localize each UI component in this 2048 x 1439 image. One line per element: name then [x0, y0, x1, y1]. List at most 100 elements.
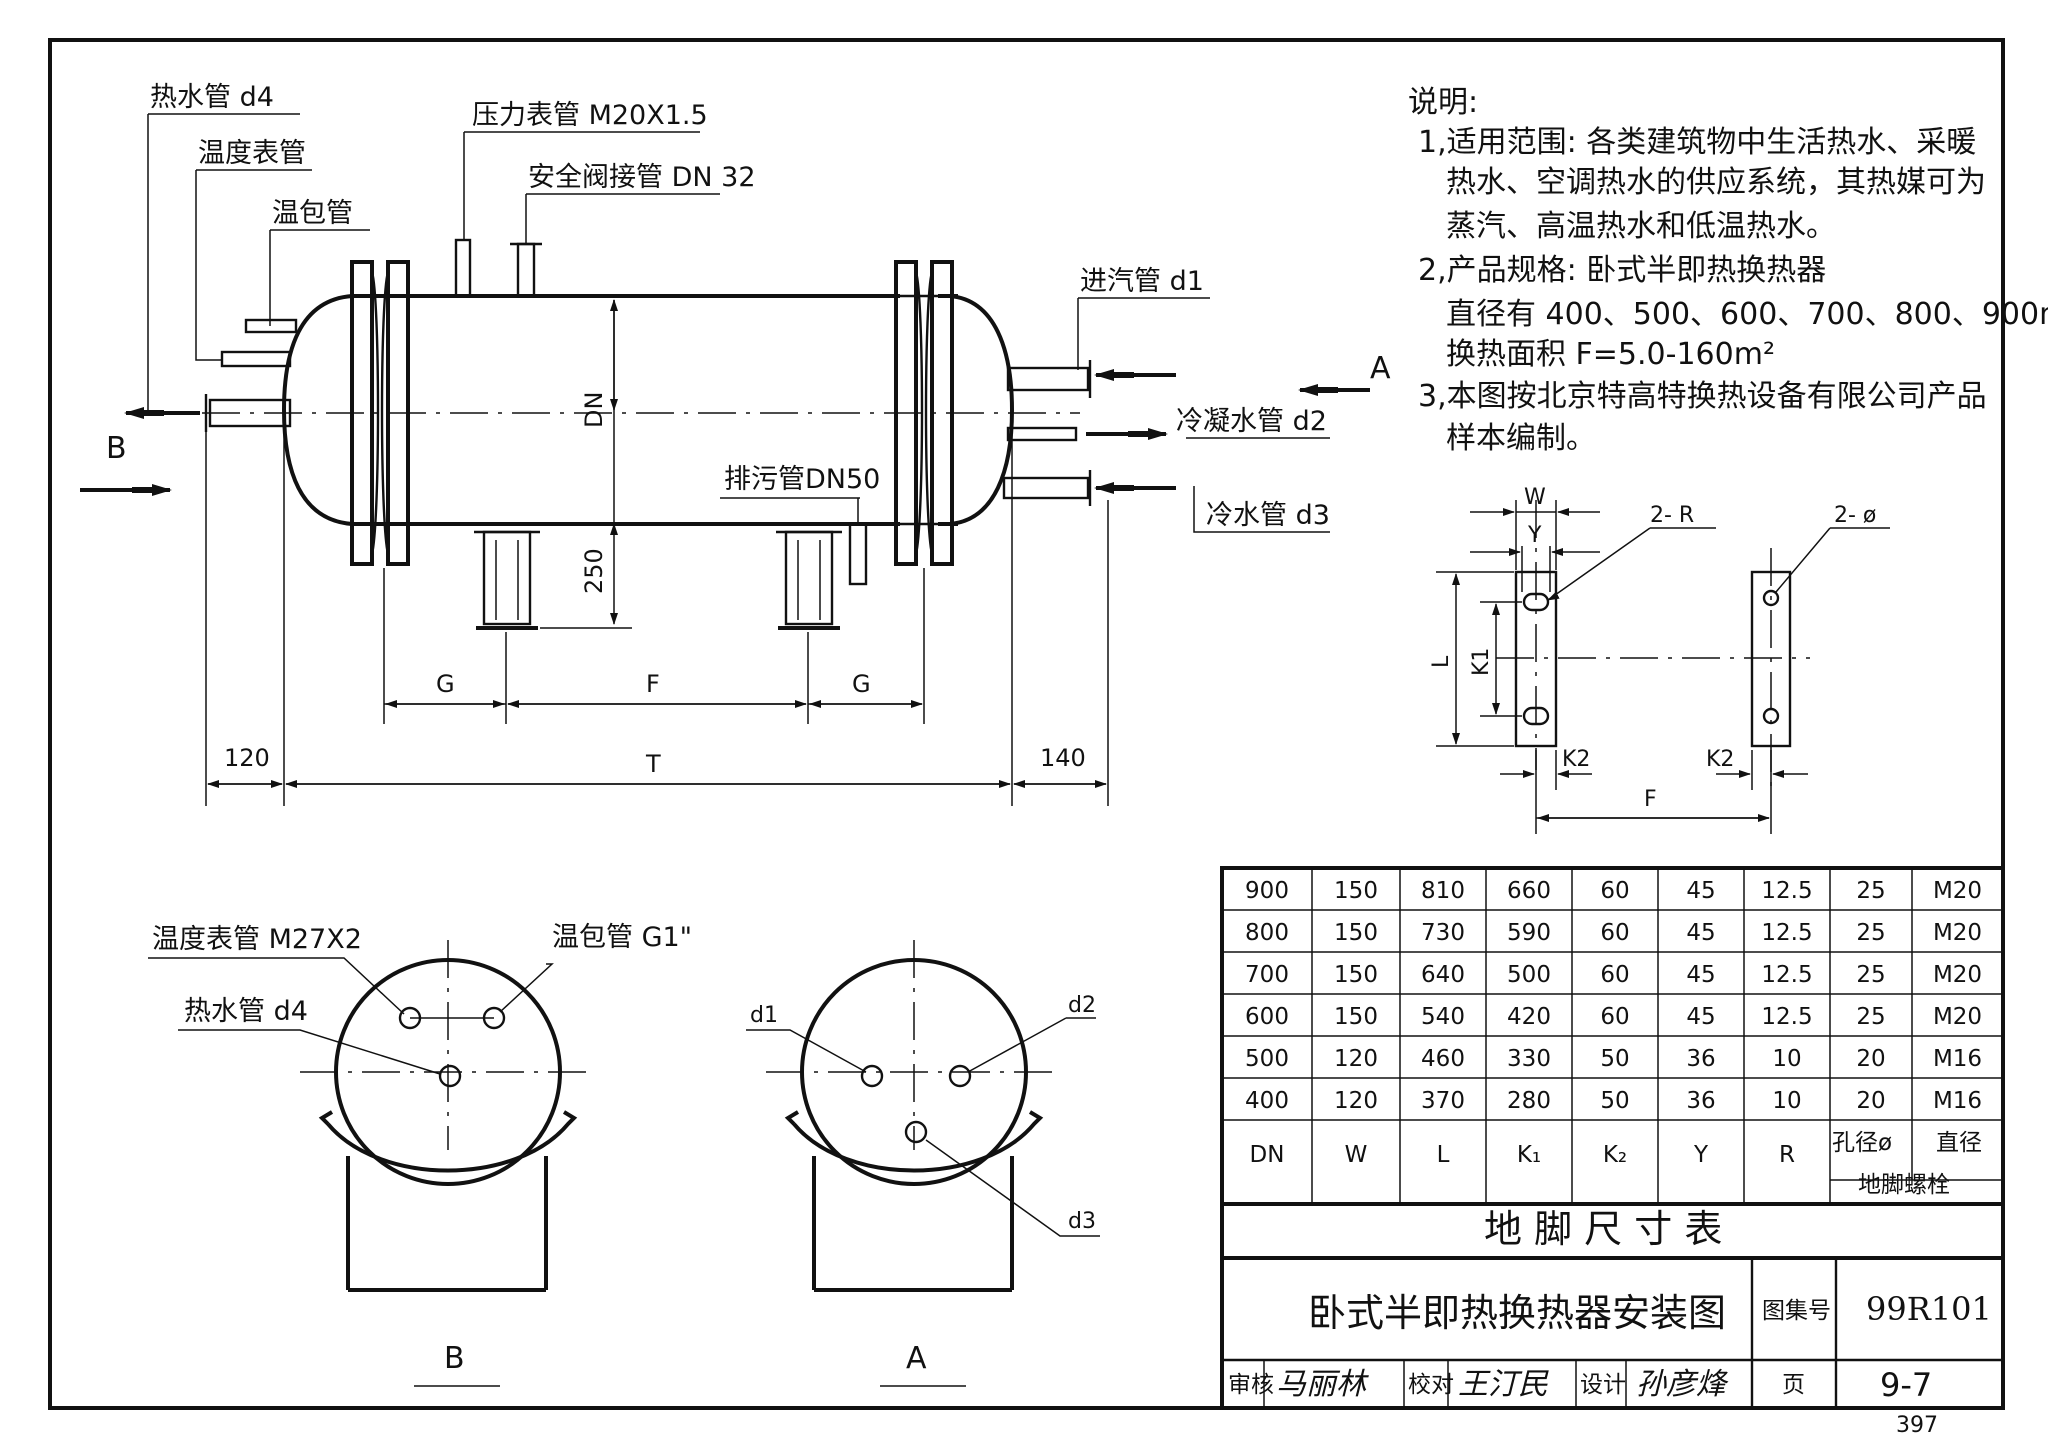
table-dia-label: 直径 [1936, 1130, 1982, 1156]
table-cell-r4-c4: 50 [1600, 1046, 1629, 1072]
hot-water-nozzle [208, 398, 292, 428]
table-cell-r5-c0: 400 [1245, 1088, 1289, 1114]
view-a-saddle [784, 1110, 1044, 1292]
thermo-bulb-pipe-label: 温包管 [272, 198, 353, 229]
dim-g-right: G [852, 670, 871, 698]
temp-gauge-pipe-label: 温度表管 [198, 138, 306, 169]
view-b: 温度表管 M27X2 温包管 G1" 热水管 d4 B [148, 922, 692, 1387]
table-cell-r0-c0: 900 [1245, 878, 1289, 904]
table-cell-r4-c6: 10 [1772, 1046, 1801, 1072]
design-label: 设计 [1580, 1372, 1626, 1398]
title-block: 卧式半即热换热器安装图 图集号 99R101 审核 马丽林 校对 王汀民 设计 … [1220, 1204, 2005, 1410]
table-cell-r1-c5: 45 [1686, 920, 1715, 946]
table-header-4: K₂ [1603, 1142, 1627, 1168]
sheet-page-number: 397 [1896, 1413, 1938, 1438]
table-cell-r4-c3: 330 [1507, 1046, 1551, 1072]
table-caption: 地 脚 尺 寸 表 [1484, 1207, 1722, 1251]
note-line-2: 热水、空调热水的供应系统，其热媒可为 [1446, 165, 1986, 200]
dim-k1: K1 [1469, 648, 1494, 676]
dim-k2-left: K2 [1562, 747, 1590, 772]
view-b-thermo-bulb-port [482, 1006, 506, 1030]
table-cell-r2-c2: 640 [1421, 962, 1465, 988]
table-cell-r2-c0: 700 [1245, 962, 1289, 988]
table-cell-r4-c1: 120 [1334, 1046, 1378, 1072]
table-cell-r2-c8: M20 [1933, 962, 1982, 988]
main-elevation-view: 热水管 d4 温度表管 温包管 压力表管 M20X1.5 安全阀接管 DN 32… [80, 82, 1391, 806]
notes-heading: 说明: [1408, 85, 1478, 120]
drawing-title: 卧式半即热换热器安装图 [1308, 1291, 1726, 1335]
dim-g-left: G [436, 670, 455, 698]
note-line-8: 样本编制。 [1446, 421, 1596, 456]
view-a-caption: A [906, 1341, 927, 1376]
view-marker-b: B [106, 431, 127, 466]
table-cell-r3-c1: 150 [1334, 1004, 1378, 1030]
table-cell-r4-c2: 460 [1421, 1046, 1465, 1072]
dim-2r: 2- R [1650, 503, 1694, 528]
table-hole-dia-label: 孔径ø [1832, 1130, 1892, 1156]
table-cell-r0-c2: 810 [1421, 878, 1465, 904]
table-cell-r0-c4: 60 [1600, 878, 1629, 904]
table-anchor-bolt-label: 地脚螺栓 [1858, 1172, 1950, 1198]
dim-f-foot: F [1644, 787, 1657, 812]
view-b-hot-water-port [438, 1064, 462, 1088]
table-cell-r0-c6: 12.5 [1761, 878, 1812, 904]
view-a-d3-port [904, 1120, 928, 1144]
note-line-7: 3,本图按北京特高特换热设备有限公司产品 [1418, 379, 1987, 414]
table-cell-r2-c7: 25 [1856, 962, 1885, 988]
view-b-temp-gauge-label: 温度表管 M27X2 [152, 924, 362, 955]
table-cell-r5-c7: 20 [1856, 1088, 1885, 1114]
dim-k2-right: K2 [1706, 747, 1734, 772]
note-line-1: 1,适用范围: 各类建筑物中生活热水、采暖 [1418, 125, 1976, 160]
page-number-cell: 9-7 [1880, 1366, 1932, 1404]
table-cell-r3-c4: 60 [1600, 1004, 1629, 1030]
table-cell-r2-c5: 45 [1686, 962, 1715, 988]
table-cell-r5-c1: 120 [1334, 1088, 1378, 1114]
atlas-label: 图集号 [1762, 1298, 1831, 1324]
table-cell-r4-c0: 500 [1245, 1046, 1289, 1072]
view-marker-a: A [1370, 351, 1391, 386]
condensate-pipe-label: 冷凝水管 d2 [1176, 406, 1327, 437]
dim-140: 140 [1040, 744, 1086, 772]
check-label: 校对 [1408, 1372, 1454, 1398]
table-cell-r3-c6: 12.5 [1761, 1004, 1812, 1030]
design-signature: 孙彦烽 [1636, 1367, 1729, 1402]
view-a-d3-label: d3 [1068, 1209, 1096, 1234]
table-cell-r4-c5: 36 [1686, 1046, 1715, 1072]
table-header-3: K₁ [1517, 1142, 1541, 1168]
vessel-shell [281, 294, 1015, 526]
table-cell-r1-c7: 25 [1856, 920, 1885, 946]
table-cell-r5-c4: 50 [1600, 1088, 1629, 1114]
note-line-4: 2,产品规格: 卧式半即热换热器 [1418, 253, 1826, 288]
foot-detail: W Y 2- R 2- ø L K1 K2 K2 F [1429, 485, 1890, 834]
note-line-3: 蒸汽、高温热水和低温热水。 [1446, 209, 1836, 244]
steam-inlet-pipe-label: 进汽管 d1 [1080, 266, 1204, 297]
table-cell-r1-c8: M20 [1933, 920, 1982, 946]
table-cell-r1-c1: 150 [1334, 920, 1378, 946]
pressure-gauge-nozzle [454, 238, 472, 298]
table-header-6: R [1779, 1142, 1795, 1168]
review-signature: 马丽林 [1276, 1367, 1369, 1402]
hot-water-pipe-label: 热水管 d4 [150, 82, 274, 113]
table-cell-r2-c6: 12.5 [1761, 962, 1812, 988]
safety-valve-nozzle [516, 242, 536, 298]
dim-t: T [645, 750, 661, 778]
table-cell-r5-c5: 36 [1686, 1088, 1715, 1114]
view-b-temp-gauge-port [398, 1006, 422, 1030]
dim-2-hole: 2- ø [1834, 503, 1876, 528]
view-a-d2-label: d2 [1068, 993, 1096, 1018]
view-a: d1 d2 d3 A [746, 940, 1100, 1387]
view-b-thermo-bulb-label: 温包管 G1" [552, 922, 692, 953]
drain-pipe-label: 排污管DN50 [724, 464, 880, 495]
dim-w: W [1524, 485, 1546, 510]
table-cell-r1-c6: 12.5 [1761, 920, 1812, 946]
page-label: 页 [1782, 1372, 1805, 1398]
table-cell-r0-c7: 25 [1856, 878, 1885, 904]
dim-250: 250 [580, 548, 608, 594]
safety-valve-pipe-label: 安全阀接管 DN 32 [528, 162, 756, 193]
table-cell-r3-c0: 600 [1245, 1004, 1289, 1030]
table-header-0: DN [1250, 1142, 1285, 1168]
thermo-bulb-nozzle [244, 318, 298, 334]
pressure-gauge-pipe-label: 压力表管 M20X1.5 [472, 100, 708, 131]
